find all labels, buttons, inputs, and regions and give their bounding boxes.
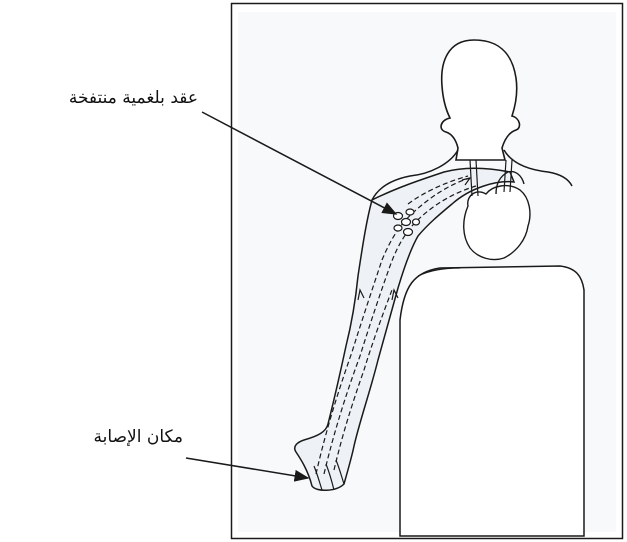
lymph-node (402, 219, 411, 226)
lymph-node (404, 229, 413, 236)
torso-block (400, 266, 584, 536)
label-injury-site: مكان الإصابة (23, 427, 183, 447)
lymph-node (406, 209, 414, 215)
label-swollen-lymph-nodes: عقد بلغمية منتفخة (8, 88, 198, 108)
lymph-node (394, 225, 402, 231)
lymph-node (413, 219, 420, 225)
